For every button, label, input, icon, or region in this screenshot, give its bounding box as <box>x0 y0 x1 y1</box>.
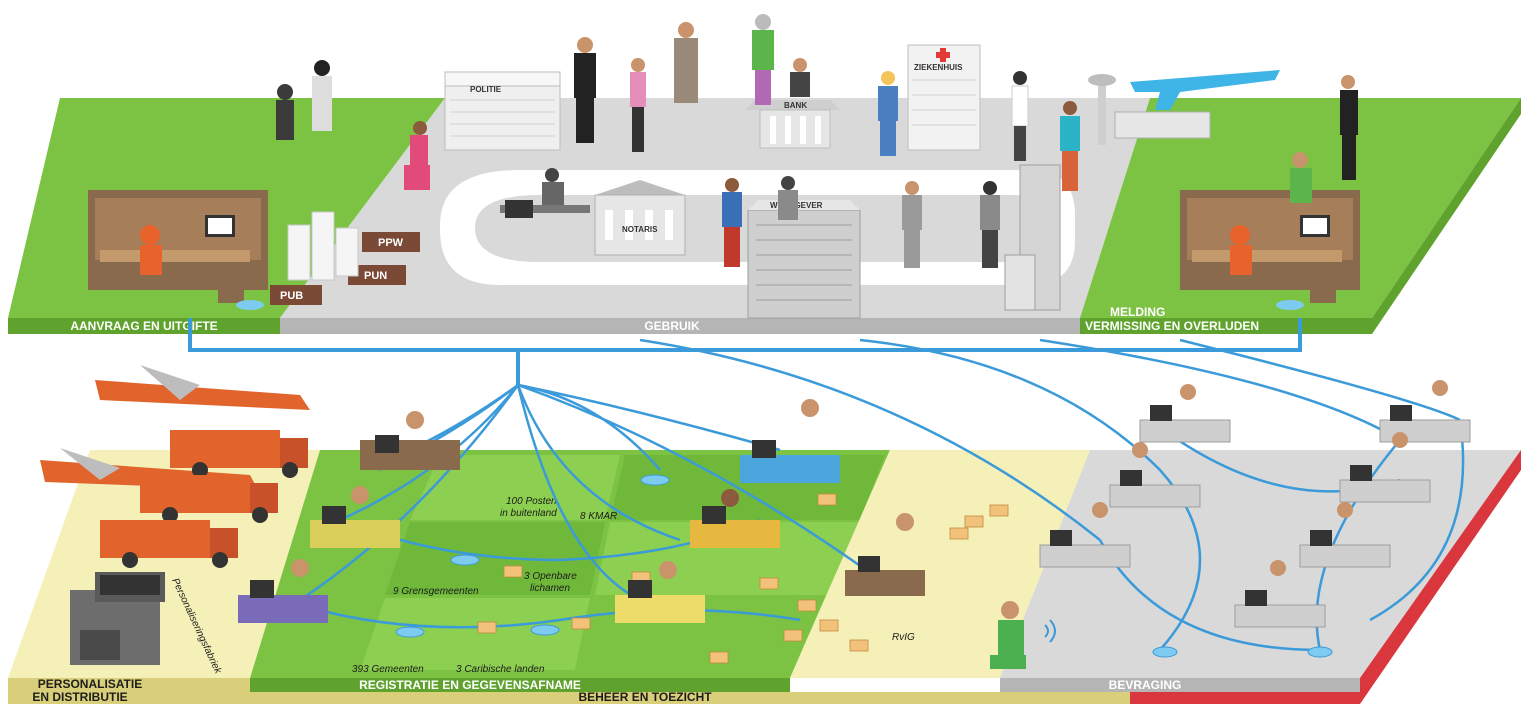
top-platform: AANVRAAG EN UITGIFTE GEBRUIK MELDING VER… <box>8 14 1521 334</box>
field-posten-line1: 100 Posten <box>506 496 557 507</box>
ziekenhuis-building: ZIEKENHUIS <box>907 44 981 151</box>
svg-text:POLITIE: POLITIE <box>470 85 502 94</box>
field-posten-line2: in buitenland <box>500 508 557 519</box>
query-officers <box>1092 380 1448 576</box>
registratie-edge <box>250 678 790 692</box>
red-edge <box>1130 692 1360 704</box>
label-aanvraag: AANVRAAG EN UITGIFTE <box>70 319 217 333</box>
field-grens: 9 Grensgemeenten <box>393 586 479 597</box>
aanvraag-edge <box>8 318 280 334</box>
envelope-icons <box>477 493 1009 664</box>
politie-building: POLITIE <box>444 71 561 151</box>
label-gebruik: GEBRUIK <box>644 319 700 333</box>
network-pucks <box>395 474 1333 658</box>
werkgever-building: WERKGEVER <box>747 200 861 319</box>
paper-stacks <box>287 211 359 281</box>
label-melding-line1: MELDING <box>1110 305 1165 319</box>
truck-icon <box>170 430 308 478</box>
airliner-icon <box>1130 70 1280 110</box>
aanvraag-desk <box>88 190 268 310</box>
svg-text:PUB: PUB <box>280 290 303 302</box>
platform-side <box>1372 98 1521 334</box>
red-side <box>1360 450 1521 704</box>
pub-box: PUB <box>270 285 322 305</box>
field-openbare-line1: 3 Openbare <box>524 571 577 582</box>
field-caribische: 3 Caribische landen <box>456 664 545 675</box>
label-registratie: REGISTRATIE EN GEGEVENSAFNAME <box>359 678 581 692</box>
field-kmar: 8 KMAR <box>580 511 617 522</box>
svg-text:ZIEKENHUIS: ZIEKENHUIS <box>914 63 963 72</box>
label-melding-line2: VERMISSING EN OVERLUDEN <box>1085 319 1259 333</box>
melding-desk <box>1180 190 1360 310</box>
label-beheer: BEHEER EN TOEZICHT <box>578 690 712 704</box>
personalisatie-edge <box>8 678 250 704</box>
label-personalisatie-line1: PERSONALISATIE <box>38 677 142 691</box>
field-openbare-line2: lichamen <box>530 583 570 594</box>
signal-icon <box>1044 619 1056 643</box>
airport <box>1088 70 1280 145</box>
people-top <box>276 14 1358 268</box>
field-gemeenten: 393 Gemeenten <box>352 664 424 675</box>
field-agent <box>990 601 1056 669</box>
label-personalisatie-line2: EN DISTRIBUTIE <box>32 690 127 704</box>
svg-text:PUN: PUN <box>364 270 387 282</box>
gebruik-edge <box>280 318 1080 334</box>
field-rvig: RvIG <box>892 632 915 643</box>
truck-icon <box>140 475 278 523</box>
truck-icon <box>100 520 238 568</box>
svg-text:PPW: PPW <box>378 237 404 249</box>
plane-icon <box>95 380 310 410</box>
bevraging-edge <box>1000 678 1360 692</box>
office-tower <box>1004 164 1061 311</box>
query-monitors <box>1050 405 1412 606</box>
network-bus <box>188 318 1302 385</box>
svg-text:BANK: BANK <box>784 101 807 110</box>
svg-text:NOTARIS: NOTARIS <box>622 225 658 234</box>
ppw-box: PPW <box>362 232 420 252</box>
distribution-fleet <box>40 365 310 568</box>
query-desks <box>1039 419 1471 628</box>
label-bevraging: BEVRAGING <box>1109 678 1182 692</box>
beheer-edge <box>250 692 1130 704</box>
registration-desks <box>238 399 925 623</box>
notaris-building: NOTARIS <box>594 180 686 256</box>
bank-building: BANK <box>745 100 840 149</box>
pun-box: PUN <box>348 265 406 285</box>
